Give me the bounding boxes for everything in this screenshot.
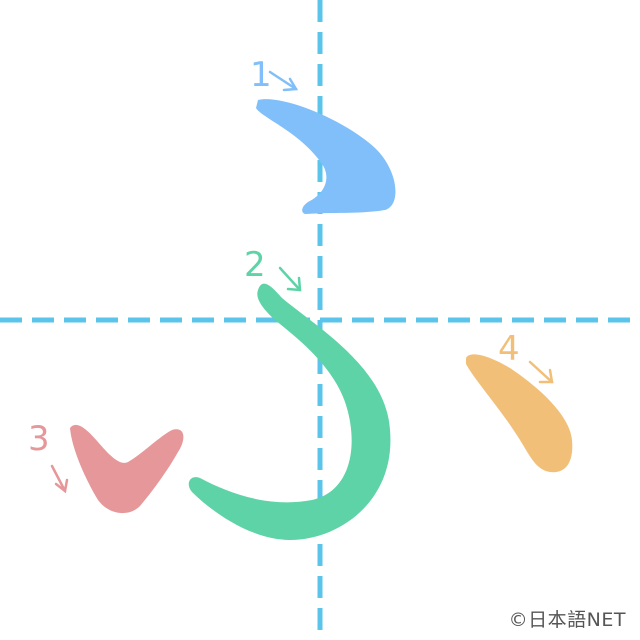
stroke-4-number: 4	[498, 329, 520, 369]
stroke-4-shape	[466, 354, 573, 473]
stroke-1-arrow-icon	[268, 70, 299, 92]
stroke-3-shape	[70, 424, 184, 514]
stroke-1-number: 1	[250, 55, 272, 95]
stroke-3-number: 3	[28, 419, 50, 459]
stroke-4-arrow-icon	[528, 360, 554, 384]
copyright-credit: ©日本語NET	[508, 609, 626, 631]
stroke-2-number: 2	[244, 245, 266, 285]
stroke-3-arrow-icon	[50, 464, 69, 494]
stroke-1-shape	[256, 99, 396, 214]
stroke-2-arrow-icon	[278, 266, 302, 292]
stroke-2-shape	[188, 283, 391, 540]
